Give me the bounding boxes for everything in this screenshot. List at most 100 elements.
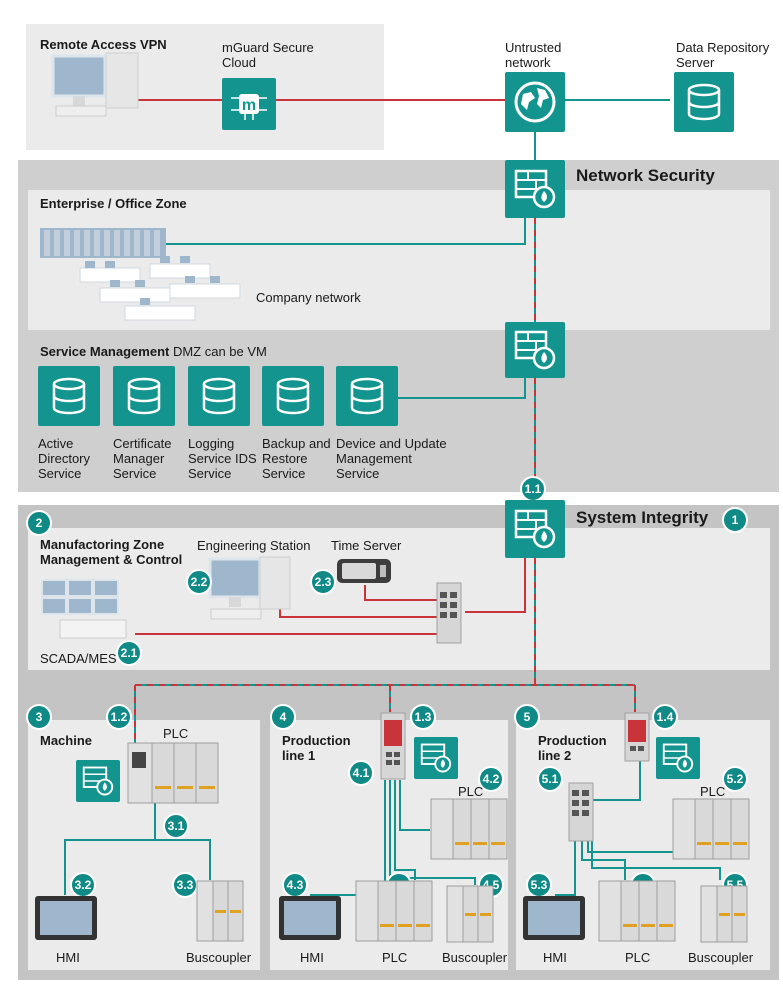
line2-plc-icon bbox=[672, 798, 750, 860]
remote-access-title: Remote Access VPN bbox=[40, 37, 167, 52]
service-title-rest: DMZ can be VM bbox=[169, 344, 267, 359]
manufacturing-title: Manufactoring Zone Management & Control bbox=[40, 537, 183, 567]
untrusted-label: Untrusted network bbox=[505, 40, 562, 70]
badge-1-1: 1.1 bbox=[520, 476, 546, 502]
line1-firewall-device-icon bbox=[380, 712, 406, 780]
line2-buscoupler-icon bbox=[700, 885, 748, 943]
machine-plc-icon bbox=[127, 742, 219, 804]
line2-hmi-icon bbox=[523, 896, 585, 940]
time-server-label: Time Server bbox=[331, 538, 402, 553]
line1-buscoupler-icon bbox=[446, 885, 494, 943]
badge-4-2: 4.2 bbox=[478, 766, 504, 792]
service-tile-device bbox=[336, 366, 398, 426]
database-icon bbox=[52, 377, 86, 415]
badge-4-1: 4.1 bbox=[348, 760, 374, 786]
firewall-system-integrity bbox=[505, 500, 565, 558]
scada-workstation-icon bbox=[41, 579, 127, 639]
line1-bus-label: Buscoupler bbox=[442, 950, 508, 965]
remote-computer-icon bbox=[51, 52, 139, 117]
firewall-dmz bbox=[505, 322, 565, 378]
database-icon bbox=[687, 83, 721, 121]
badge-3-1: 3.1 bbox=[163, 813, 189, 839]
engineering-station-icon bbox=[208, 556, 291, 620]
firewall-icon bbox=[662, 743, 694, 773]
firewall-icon bbox=[420, 743, 452, 773]
service-label-ad: Active Directory Service bbox=[38, 436, 91, 481]
line2-firewall-device-icon bbox=[624, 712, 650, 762]
scada-label: SCADA/MES bbox=[40, 651, 117, 666]
badge-2-1: 2.1 bbox=[116, 640, 142, 666]
badge-5-2: 5.2 bbox=[722, 766, 748, 792]
office-illustration-icon bbox=[40, 228, 241, 321]
database-icon bbox=[127, 377, 161, 415]
repo-label: Data Repository Server bbox=[676, 40, 770, 70]
badge-4: 4 bbox=[270, 704, 296, 730]
service-management-title: Service Management DMZ can be VM bbox=[40, 344, 267, 359]
machine-hmi-label: HMI bbox=[56, 950, 80, 965]
network-security-title: Network Security bbox=[576, 166, 715, 185]
machine-bus-label: Buscoupler bbox=[186, 950, 252, 965]
line2-plc-label: PLC bbox=[625, 950, 651, 965]
service-tile-ad bbox=[38, 366, 100, 426]
machine-buscoupler-icon bbox=[196, 880, 244, 942]
line2-plc-bottom-icon bbox=[598, 880, 676, 942]
badge-4-3: 4.3 bbox=[282, 872, 308, 898]
line1-plc-top-label: PLC bbox=[458, 784, 484, 799]
badge-1-4: 1.4 bbox=[652, 704, 678, 730]
globe-icon bbox=[514, 81, 556, 123]
database-icon bbox=[350, 377, 384, 415]
line1-plc-icon bbox=[430, 798, 508, 860]
line2-title: Production line 2 bbox=[538, 733, 607, 763]
svg-text:m: m bbox=[242, 97, 256, 114]
service-tile-backup bbox=[262, 366, 324, 426]
service-label-logging: Logging Service IDS Service bbox=[188, 436, 257, 481]
mguard-cloud-tile: m bbox=[222, 78, 276, 130]
badge-2-2: 2.2 bbox=[186, 569, 212, 595]
company-network-label: Company network bbox=[256, 290, 361, 305]
cloud-label: mGuard Secure Cloud bbox=[222, 40, 314, 70]
firewall-icon bbox=[514, 330, 556, 370]
mguard-logo-icon: m bbox=[231, 94, 267, 120]
globe-tile bbox=[505, 72, 565, 132]
service-title-bold: Service Management bbox=[40, 344, 170, 359]
machine-plc-label: PLC bbox=[163, 726, 189, 741]
line1-firewall-tile bbox=[414, 737, 458, 779]
line1-hmi-icon bbox=[279, 896, 341, 940]
database-icon bbox=[202, 377, 236, 415]
line2-firewall-tile bbox=[656, 737, 700, 779]
badge-5: 5 bbox=[514, 704, 540, 730]
badge-3: 3 bbox=[26, 704, 52, 730]
badge-2: 2 bbox=[26, 510, 52, 536]
badge-2-3: 2.3 bbox=[310, 569, 336, 595]
service-tile-cert bbox=[113, 366, 175, 426]
firewall-icon bbox=[514, 509, 556, 549]
line2-plc-top-label: PLC bbox=[700, 784, 726, 799]
service-label-device: Device and Update Management Service bbox=[336, 436, 447, 481]
database-icon bbox=[276, 377, 310, 415]
badge-1: 1 bbox=[722, 507, 748, 533]
firewall-icon bbox=[514, 169, 556, 209]
repo-server-tile bbox=[674, 72, 734, 132]
service-label-cert: Certificate Manager Service bbox=[113, 436, 172, 481]
line2-bus-label: Buscoupler bbox=[688, 950, 754, 965]
badge-3-3: 3.3 bbox=[172, 872, 198, 898]
line2-switch-icon bbox=[568, 782, 594, 842]
machine-title: Machine bbox=[40, 733, 93, 748]
machine-firewall-tile bbox=[76, 760, 120, 802]
line2-hmi-label: HMI bbox=[543, 950, 567, 965]
firewall-network-security bbox=[505, 160, 565, 218]
service-label-backup: Backup and Restore Service bbox=[262, 436, 331, 481]
network-switch-icon bbox=[436, 582, 462, 644]
system-integrity-title: System Integrity bbox=[576, 508, 709, 527]
line1-plc-label: PLC bbox=[382, 950, 408, 965]
line1-hmi-label: HMI bbox=[300, 950, 324, 965]
time-server-icon bbox=[337, 559, 391, 583]
badge-1-3: 1.3 bbox=[410, 704, 436, 730]
service-tile-logging bbox=[188, 366, 250, 426]
line1-plc-bottom-icon bbox=[355, 880, 433, 942]
line1-title: Production line 1 bbox=[282, 733, 351, 763]
machine-hmi-icon bbox=[35, 896, 97, 940]
enterprise-title: Enterprise / Office Zone bbox=[40, 196, 187, 211]
badge-5-1: 5.1 bbox=[537, 766, 563, 792]
